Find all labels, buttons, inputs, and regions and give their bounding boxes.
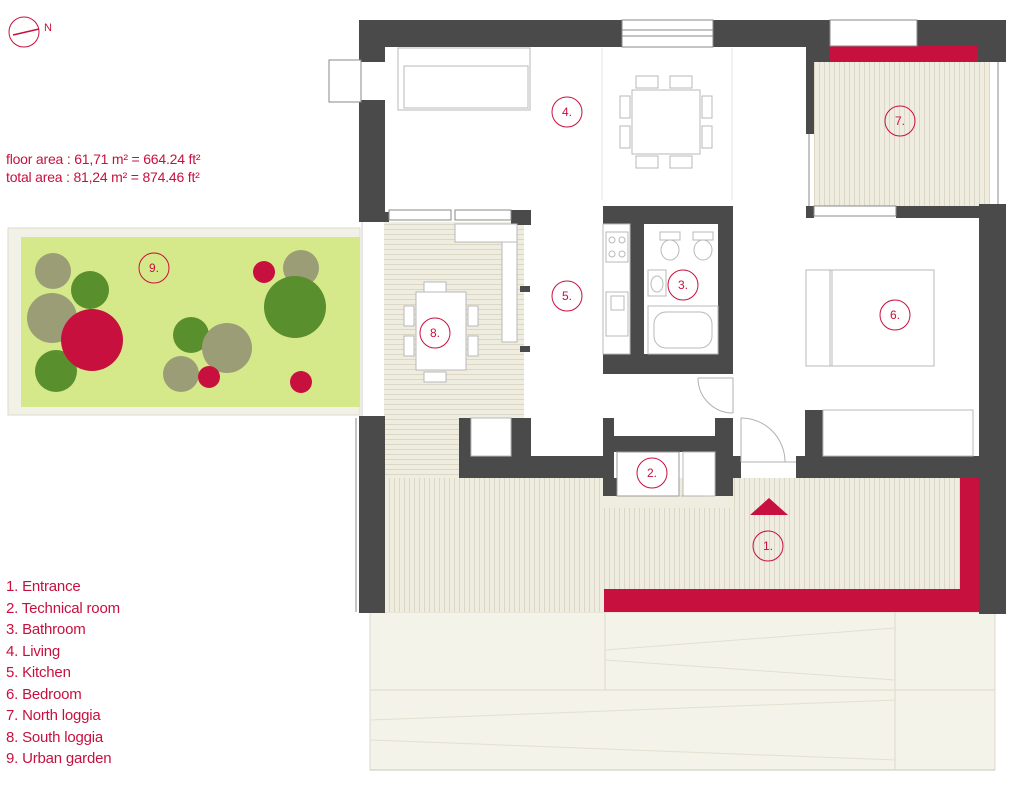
svg-text:5.: 5. (562, 289, 572, 303)
legend-item-living: 4. Living (6, 642, 61, 660)
lower-terrace (369, 611, 996, 771)
legend-item-urban-garden: 9. Urban garden (6, 750, 112, 767)
urban-garden (7, 227, 361, 416)
svg-text:2.: 2. (647, 466, 657, 480)
room-label-2: 2. (636, 457, 668, 489)
technical-room-unit (616, 451, 680, 497)
compass-north-label: N (44, 22, 52, 34)
legend-item-bedroom: 6. Bedroom (6, 685, 82, 703)
room-labels: 1. 2. 3. 4. 5. 6. 7. 8. 9. (138, 96, 916, 562)
svg-text:3.: 3. (678, 278, 688, 292)
room-label-9: 9. (138, 252, 170, 284)
windows (328, 19, 999, 612)
room-label-6: 6. (879, 299, 911, 331)
svg-text:1.: 1. (763, 539, 773, 553)
walls (359, 20, 1006, 614)
room-label-8: 8. (419, 317, 451, 349)
svg-text:9.: 9. (149, 261, 159, 275)
legend-item-bathroom: 3. Bathroom (6, 621, 86, 638)
svg-text:4.: 4. (562, 105, 572, 119)
legend-item-kitchen: 5. Kitchen (6, 664, 71, 681)
accent-wall-east (960, 478, 979, 612)
accent-wall-entrance (604, 589, 978, 612)
total-area-text: total area : 81,24 m² = 874.46 ft² (6, 169, 200, 185)
wardrobe (822, 409, 974, 457)
doors (681, 377, 796, 497)
legend-item-north-loggia: 7. North loggia (6, 707, 101, 724)
svg-text:8.: 8. (430, 326, 440, 340)
room-label-7: 7. (884, 105, 916, 137)
legend-item-south-loggia: 8. South loggia (6, 728, 104, 746)
room-label-3: 3. (667, 269, 699, 301)
loggia-bench (454, 223, 518, 243)
room-legend: 1. Entrance 2. Technical room 3. Bathroo… (6, 576, 120, 770)
closet (470, 417, 512, 457)
accent-wall-north (830, 46, 978, 62)
floor-area-text: floor area : 61,71 m² = 664.24 ft² (6, 151, 201, 167)
compass (8, 16, 40, 48)
svg-text:6.: 6. (890, 308, 900, 322)
compass-north-icon (8, 16, 40, 48)
dining-table (631, 89, 701, 155)
room-label-1: 1. (752, 530, 784, 562)
legend-item-technical-room: 2. Technical room (6, 599, 120, 617)
legend-item-entrance: 1. Entrance (6, 578, 81, 595)
north-loggia-deck (814, 62, 990, 214)
area-info: floor area : 61,71 m² = 664.24 ft² total… (6, 150, 201, 186)
furniture (397, 47, 974, 497)
svg-text:7.: 7. (895, 114, 905, 128)
room-label-5: 5. (551, 280, 583, 312)
loggia-table (415, 291, 467, 371)
entrance-arrow-icon (750, 498, 788, 515)
room-label-4: 4. (551, 96, 583, 128)
